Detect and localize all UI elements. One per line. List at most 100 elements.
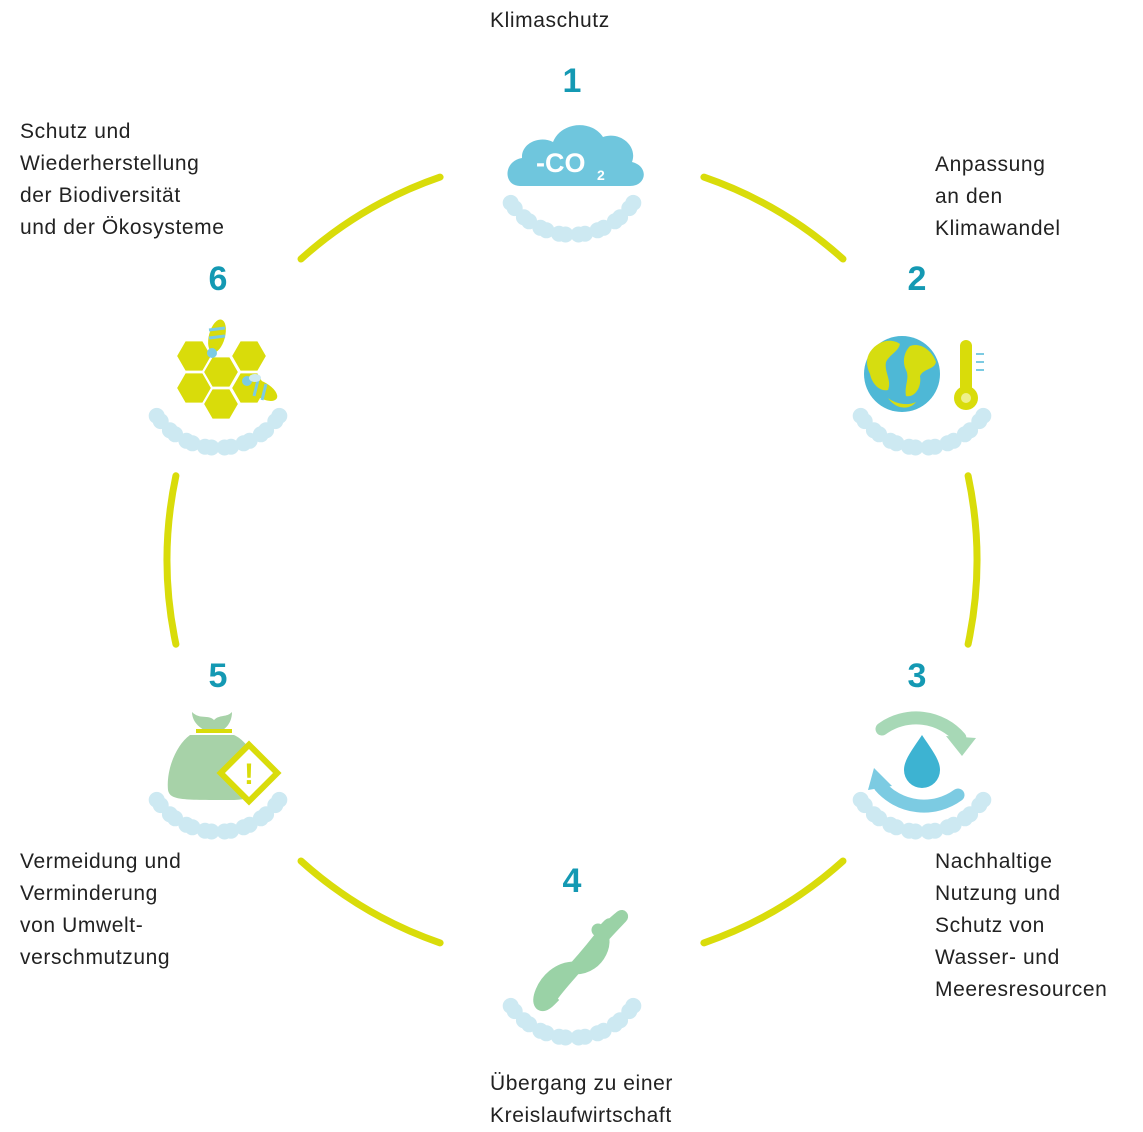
wreath-dot xyxy=(197,438,213,455)
goal-label-line: Schutz und xyxy=(20,120,132,143)
wreath-dot xyxy=(852,407,869,424)
bee-body xyxy=(246,379,278,401)
wreath-dot xyxy=(612,209,629,226)
bee-wing xyxy=(249,374,261,382)
co2-cloud-icon: -CO 2 xyxy=(507,125,644,186)
connector-ring xyxy=(163,173,981,947)
goal-label-line: Nutzung und xyxy=(935,882,1061,905)
goal-label-line: Kreislaufwirtschaft xyxy=(490,1104,672,1127)
wreath-dot xyxy=(502,194,519,211)
goal-label-2: Anpassung an den Klimawandel xyxy=(935,149,1061,245)
goal-number-3: 3 xyxy=(908,657,927,695)
ring-arc xyxy=(297,857,444,947)
wreath-dot xyxy=(927,438,943,455)
wreath-dot xyxy=(882,816,899,833)
infinity-shape xyxy=(533,909,628,1012)
wreath-dot xyxy=(962,806,979,823)
goal-label-1: Klimaschutz xyxy=(490,5,610,37)
goal-label-line: an den xyxy=(935,185,1003,208)
bee xyxy=(242,374,278,401)
wreath-dot xyxy=(502,997,519,1014)
wreath-dot xyxy=(223,438,239,455)
honeycomb xyxy=(174,339,269,421)
bee xyxy=(207,319,226,358)
goal-number-1: 1 xyxy=(563,62,582,100)
thermometer-tube xyxy=(960,340,972,396)
bag-knot xyxy=(192,712,232,733)
wreath-dot xyxy=(577,1028,593,1045)
cycle-arrowhead-blue xyxy=(868,768,892,790)
wreath-dot xyxy=(258,806,275,823)
wreath-dot xyxy=(178,816,195,833)
wreath-dot xyxy=(148,407,165,424)
goal-label-line: Wiederherstellung xyxy=(20,152,200,175)
wreath-dot xyxy=(595,219,612,236)
wreath-dot xyxy=(625,997,642,1014)
wreath-dot xyxy=(577,225,593,242)
wreath-dot xyxy=(625,194,642,211)
wreath-dot xyxy=(901,438,917,455)
wreath-dot xyxy=(945,816,962,833)
goal-label-line: Nachhaltige xyxy=(935,850,1053,873)
bee-stripe xyxy=(208,334,226,340)
honeycomb-bee-icon xyxy=(174,319,278,421)
wreath-dot xyxy=(551,225,567,242)
ring-arc xyxy=(700,173,847,263)
wreath-dot xyxy=(515,209,532,226)
infinity-icon xyxy=(533,909,628,1012)
wreath-dot xyxy=(148,791,165,808)
wreath-dot xyxy=(962,422,979,439)
wreath-dot xyxy=(927,822,943,839)
wreath-dot xyxy=(161,422,178,439)
ring-arc xyxy=(163,472,180,648)
goal-label-line: Anpassung xyxy=(935,153,1046,176)
globe-land xyxy=(903,344,936,397)
goal-number-2: 2 xyxy=(908,260,927,298)
honeycomb-cell xyxy=(201,387,241,421)
wreath-dot xyxy=(532,1022,549,1039)
water-cycle-icon xyxy=(868,711,976,813)
goal-label-line: Klimawandel xyxy=(935,217,1061,240)
bee-stripe xyxy=(208,326,226,332)
cloud-shape xyxy=(507,125,644,186)
goal-label-line: verschmutzung xyxy=(20,946,171,969)
globe-land xyxy=(867,340,900,391)
cloud-co-text: -CO xyxy=(536,148,586,178)
goal-label-5: Vermeidung und Verminderung von Umwelt- … xyxy=(20,846,181,974)
goal-label-4: Übergang zu einer Kreislaufwirtschaft xyxy=(490,1068,673,1132)
wreath-dot xyxy=(515,1012,532,1029)
wreath-dot xyxy=(901,822,917,839)
globe-land xyxy=(888,398,916,408)
goal-label-line: Klimaschutz xyxy=(490,9,610,32)
wreath-dot xyxy=(975,791,992,808)
wreath-dot xyxy=(612,1012,629,1029)
thermometer-bulb-inner xyxy=(961,393,971,403)
cycle-arrowhead-green xyxy=(946,736,976,756)
warning-mark: ! xyxy=(244,758,254,791)
goal-label-line: Wasser- und xyxy=(935,946,1060,969)
goal-label-line: Schutz von xyxy=(935,914,1045,937)
ring-arc xyxy=(964,472,981,648)
ring-arc xyxy=(700,857,847,947)
goal-label-line: Verminderung xyxy=(20,882,158,905)
water-drop xyxy=(904,735,940,788)
goal-label-line: der Biodiversität xyxy=(20,184,181,207)
bee-stripe xyxy=(260,383,268,401)
bee-stripe xyxy=(252,379,260,397)
wreath-dot xyxy=(865,422,882,439)
bag-tie xyxy=(196,729,232,733)
goal-label-line: und der Ökosysteme xyxy=(20,216,225,239)
wreath-dot xyxy=(178,432,195,449)
wreath-dot xyxy=(271,407,288,424)
dot-wreaths xyxy=(148,194,992,1046)
wreath-dot xyxy=(271,791,288,808)
wreath-dot xyxy=(241,432,258,449)
cycle-arrow-green xyxy=(875,711,967,745)
wreath-dot xyxy=(161,806,178,823)
goal-label-line: von Umwelt- xyxy=(20,914,144,937)
globe-thermometer-icon xyxy=(864,336,984,412)
wreath-dot xyxy=(882,432,899,449)
waste-bag-warning-icon: ! xyxy=(167,712,282,806)
wreath-dot xyxy=(258,422,275,439)
